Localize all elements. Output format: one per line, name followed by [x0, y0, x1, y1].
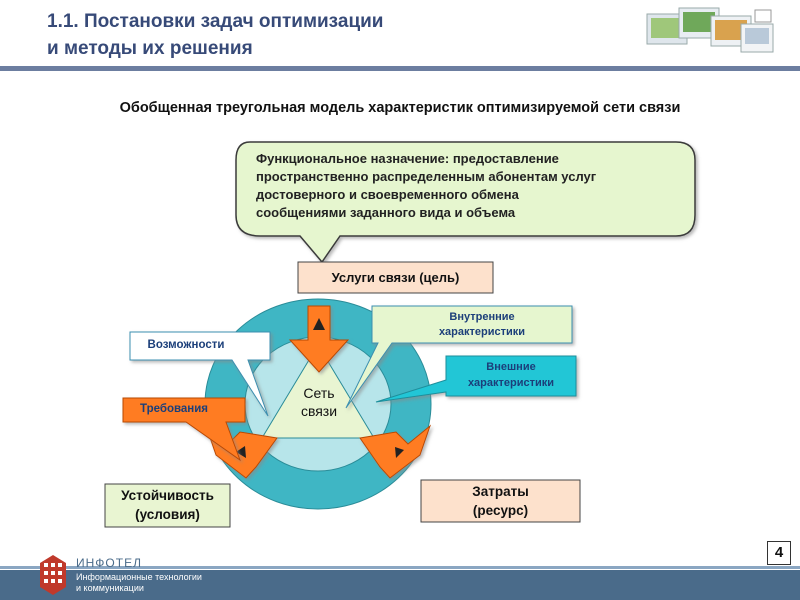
function-line-3: достоверного и своевременного обмена: [256, 187, 519, 202]
external-line-1: Внешние: [486, 361, 536, 373]
function-line-2: пространственно распределенным абонентам…: [256, 169, 597, 184]
costs-line-2: (ресурс): [472, 503, 529, 518]
costs-line-1: Затраты: [472, 484, 529, 499]
capabilities-callout: [129, 331, 271, 417]
center-line-2: связи: [300, 403, 338, 419]
stability-box-shape: [104, 483, 231, 528]
requirements-label: Требования: [139, 403, 209, 415]
internal-label: Внутренние характеристики: [392, 310, 572, 340]
goal-box-shape: [297, 261, 494, 294]
function-callout: [235, 141, 696, 264]
function-line-1: Функциональное назначение: предоставлени…: [256, 151, 559, 166]
page-title: 1.1. Постановки задач оптимизации и мето…: [47, 8, 383, 62]
external-callout: [375, 355, 577, 403]
function-description: Функциональное назначение: предоставлени…: [256, 150, 676, 222]
title-line-1: 1.1. Постановки задач оптимизации: [47, 11, 384, 32]
brand-tagline-line-2: и коммуникации: [76, 583, 144, 593]
costs-label: Затраты (ресурс): [421, 482, 580, 520]
internal-line-2: характеристики: [438, 326, 526, 338]
brand-tagline-line-1: Информационные технологии: [76, 572, 202, 582]
internal-callout: [345, 305, 573, 409]
internal-line-1: Внутренние: [449, 311, 515, 323]
center-label: Сеть связи: [290, 384, 348, 420]
network-triangle: [261, 344, 375, 439]
capabilities-label: Возможности: [147, 339, 225, 351]
header-divider: [0, 66, 800, 71]
brand-tagline: Информационные технологии и коммуникации: [76, 572, 202, 594]
brand-name: ИНФОТЕЛ: [76, 556, 142, 570]
external-label: Внешние характеристики: [446, 359, 576, 391]
title-line-2: и методы их решения: [47, 38, 253, 59]
stability-label: Устойчивость (условия): [105, 486, 230, 524]
infotel-logo-icon: [40, 555, 66, 595]
footer-bar: [0, 570, 800, 600]
function-line-4: сообщениями заданного вида и объема: [256, 205, 516, 220]
diagram-title: Обобщенная треугольная модель характерис…: [119, 100, 681, 116]
center-line-1: Сеть: [303, 385, 335, 401]
footer-accent-line: [0, 566, 800, 569]
costs-box-shape: [420, 479, 581, 523]
screenshots-thumbnail-icon: [646, 7, 774, 53]
stability-line-2: (условия): [135, 507, 200, 522]
stability-line-1: Устойчивость: [121, 488, 214, 503]
external-line-2: характеристики: [467, 377, 555, 389]
costs-arrow: [359, 424, 432, 479]
page-number: 4: [767, 541, 791, 565]
requirements-callout: [122, 397, 246, 462]
goal-arrow: [288, 305, 350, 373]
goal-label: Услуги связи (цель): [331, 270, 460, 285]
